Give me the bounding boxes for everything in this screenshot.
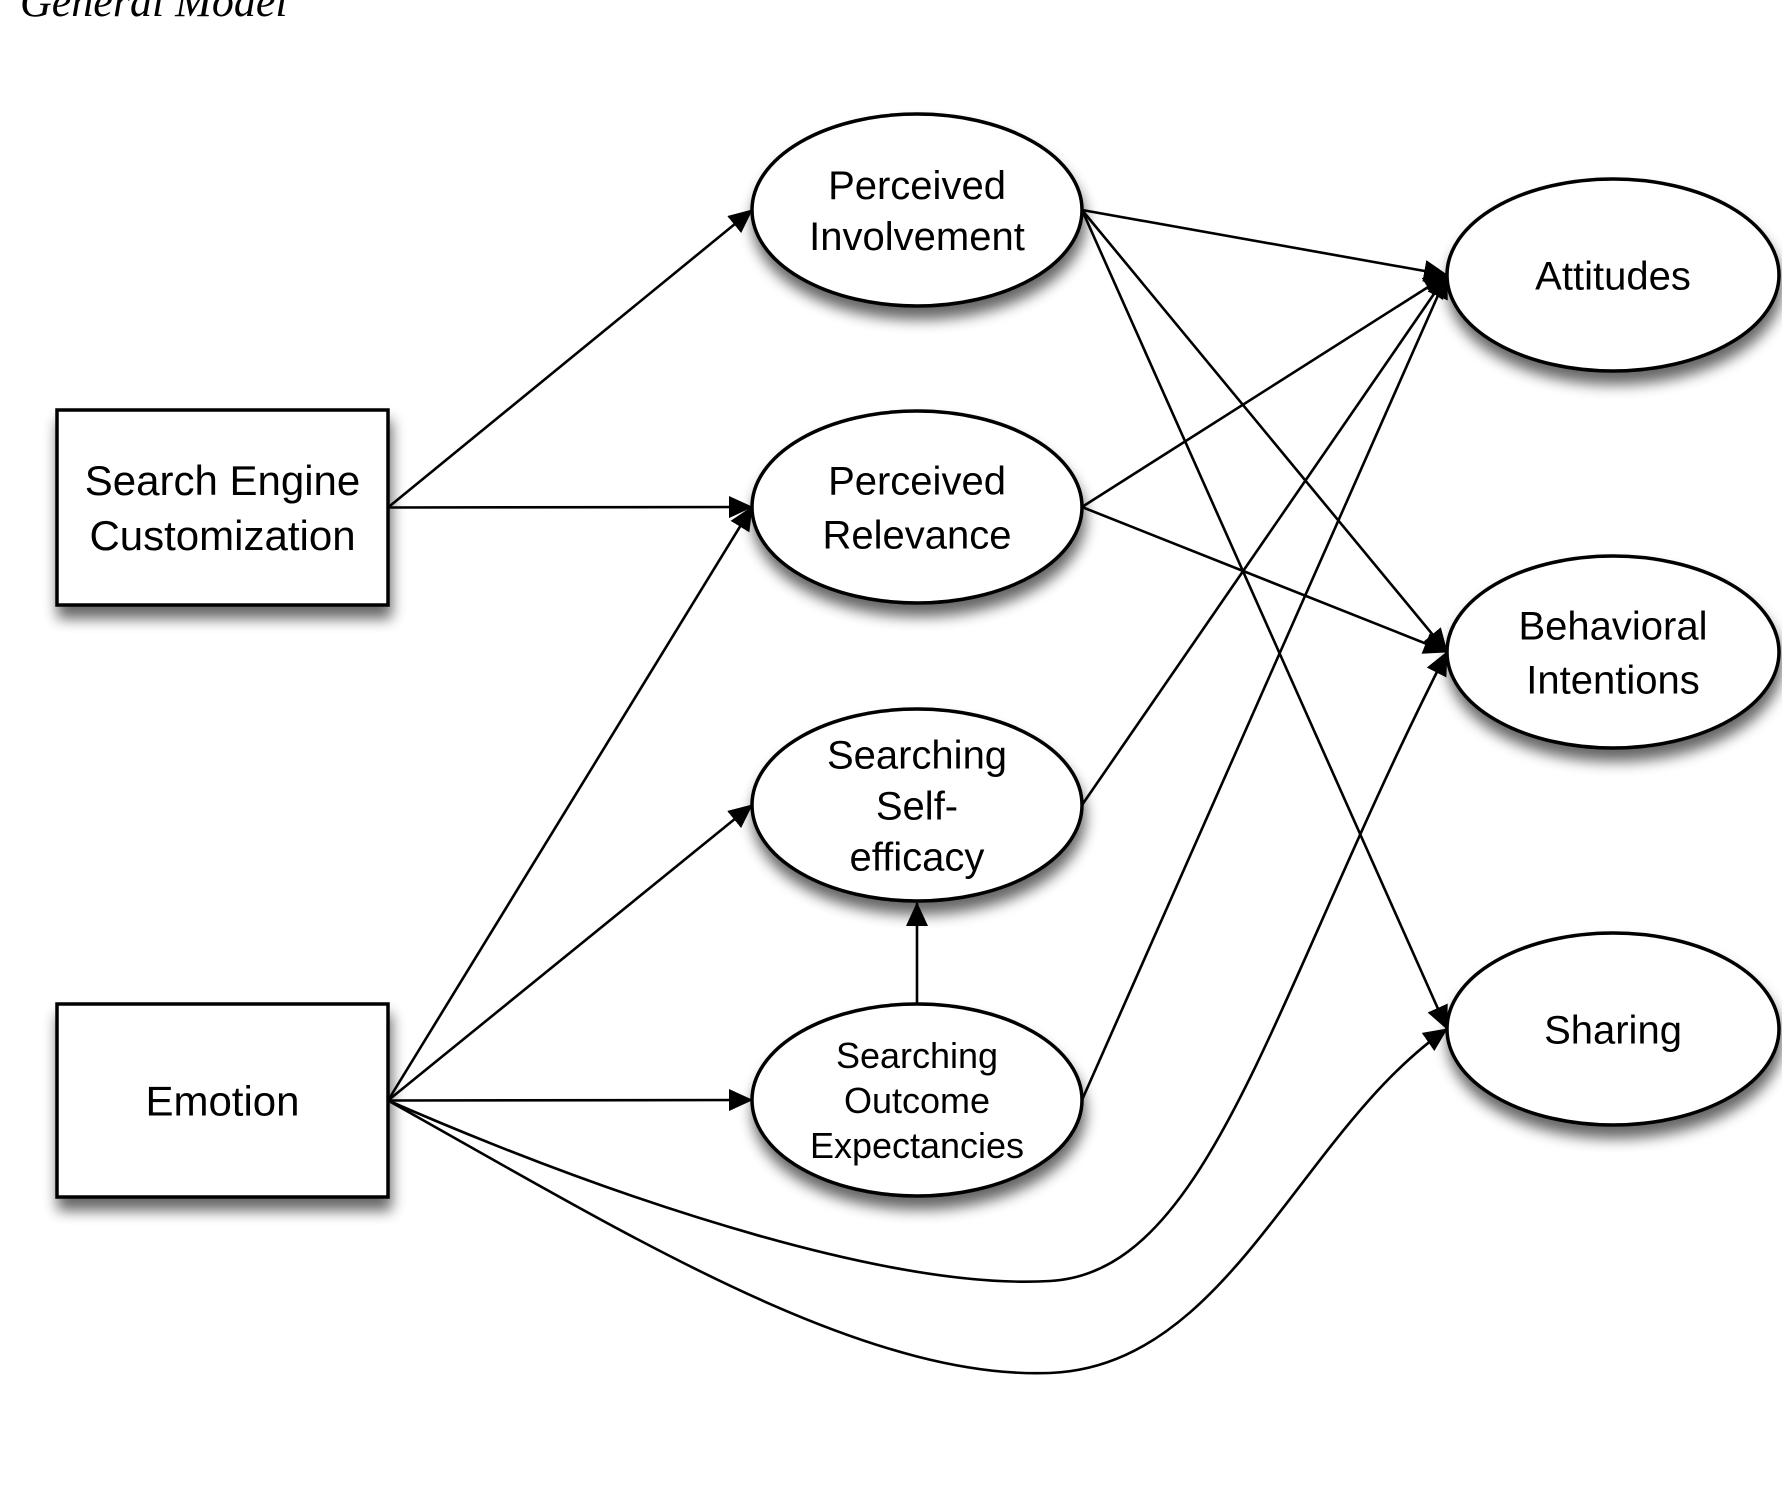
- emotion-rectangle: [55, 1002, 390, 1199]
- perceived-involvement-label-line: Perceived: [828, 164, 1006, 208]
- perceived-involvement-ellipse: [750, 112, 1084, 308]
- sharing-ellipse: [1445, 931, 1781, 1127]
- perceived-relevance-label-line: Perceived: [828, 459, 1006, 503]
- edge-search-engine-customization-to-perceived-relevance: [387, 496, 753, 519]
- behavioral-intentions-ellipse: [1445, 554, 1781, 750]
- searching-outcome-expectancies-label-line: Searching: [836, 1035, 998, 1076]
- edge-emotion-to-searching-self-efficacy: [387, 803, 753, 1102]
- searching-outcome-expectancies-label-line: Expectancies: [810, 1125, 1024, 1166]
- edge-perceived-involvement-to-attitudes: [1081, 208, 1448, 282]
- searching-outcome-expectancies-ellipse: [750, 1002, 1084, 1198]
- searching-self-efficacy-label-line: Self-: [876, 784, 958, 828]
- searching-self-efficacy-label-line: efficacy: [850, 835, 985, 879]
- edge-searching-self-efficacy-to-attitudes: [1080, 274, 1449, 806]
- edge-emotion-to-searching-outcome-expectancies: [387, 1089, 753, 1112]
- searching-self-efficacy-label-line: Searching: [827, 733, 1007, 777]
- behavioral-intentions-label-line: Behavioral: [1518, 604, 1707, 648]
- edge-emotion-to-perceived-relevance: [386, 506, 754, 1102]
- search-engine-customization-label-line: Customization: [89, 512, 355, 559]
- edge-emotion-to-sharing: [387, 1027, 1448, 1375]
- edge-perceived-involvement-to-behavioral-intentions: [1080, 209, 1449, 653]
- attitudes-ellipse: [1445, 177, 1781, 373]
- edge-search-engine-customization-to-perceived-involvement: [387, 208, 753, 509]
- searching-outcome-expectancies-label-line: Outcome: [844, 1080, 990, 1121]
- node-emotion: Emotion: [55, 1002, 390, 1199]
- figure-title: General Model: [20, 0, 288, 26]
- edge-perceived-relevance-to-behavioral-intentions: [1081, 505, 1448, 654]
- edge-emotion-to-behavioral-intentions: [387, 651, 1449, 1283]
- search-engine-customization-rectangle: [55, 408, 390, 607]
- edges: [386, 208, 1449, 1375]
- edge-perceived-involvement-to-sharing: [1080, 209, 1449, 1030]
- edge-searching-outcome-expectancies-to-attitudes: [1080, 274, 1449, 1101]
- perceived-involvement-label-line: Involvement: [809, 215, 1025, 259]
- perceived-relevance-ellipse: [750, 409, 1084, 605]
- searching-self-efficacy-ellipse: [750, 707, 1084, 903]
- sharing-label-line: Sharing: [1544, 1008, 1682, 1052]
- search-engine-customization-label-line: Search Engine: [85, 457, 361, 504]
- node-sharing: Sharing: [1445, 931, 1781, 1127]
- behavioral-intentions-label-line: Intentions: [1526, 658, 1699, 702]
- node-attitudes: Attitudes: [1445, 177, 1781, 373]
- attitudes-label-line: Attitudes: [1535, 254, 1691, 298]
- edge-perceived-relevance-to-attitudes: [1081, 273, 1448, 509]
- perceived-relevance-label-line: Relevance: [822, 513, 1011, 557]
- emotion-label-line: Emotion: [145, 1078, 299, 1125]
